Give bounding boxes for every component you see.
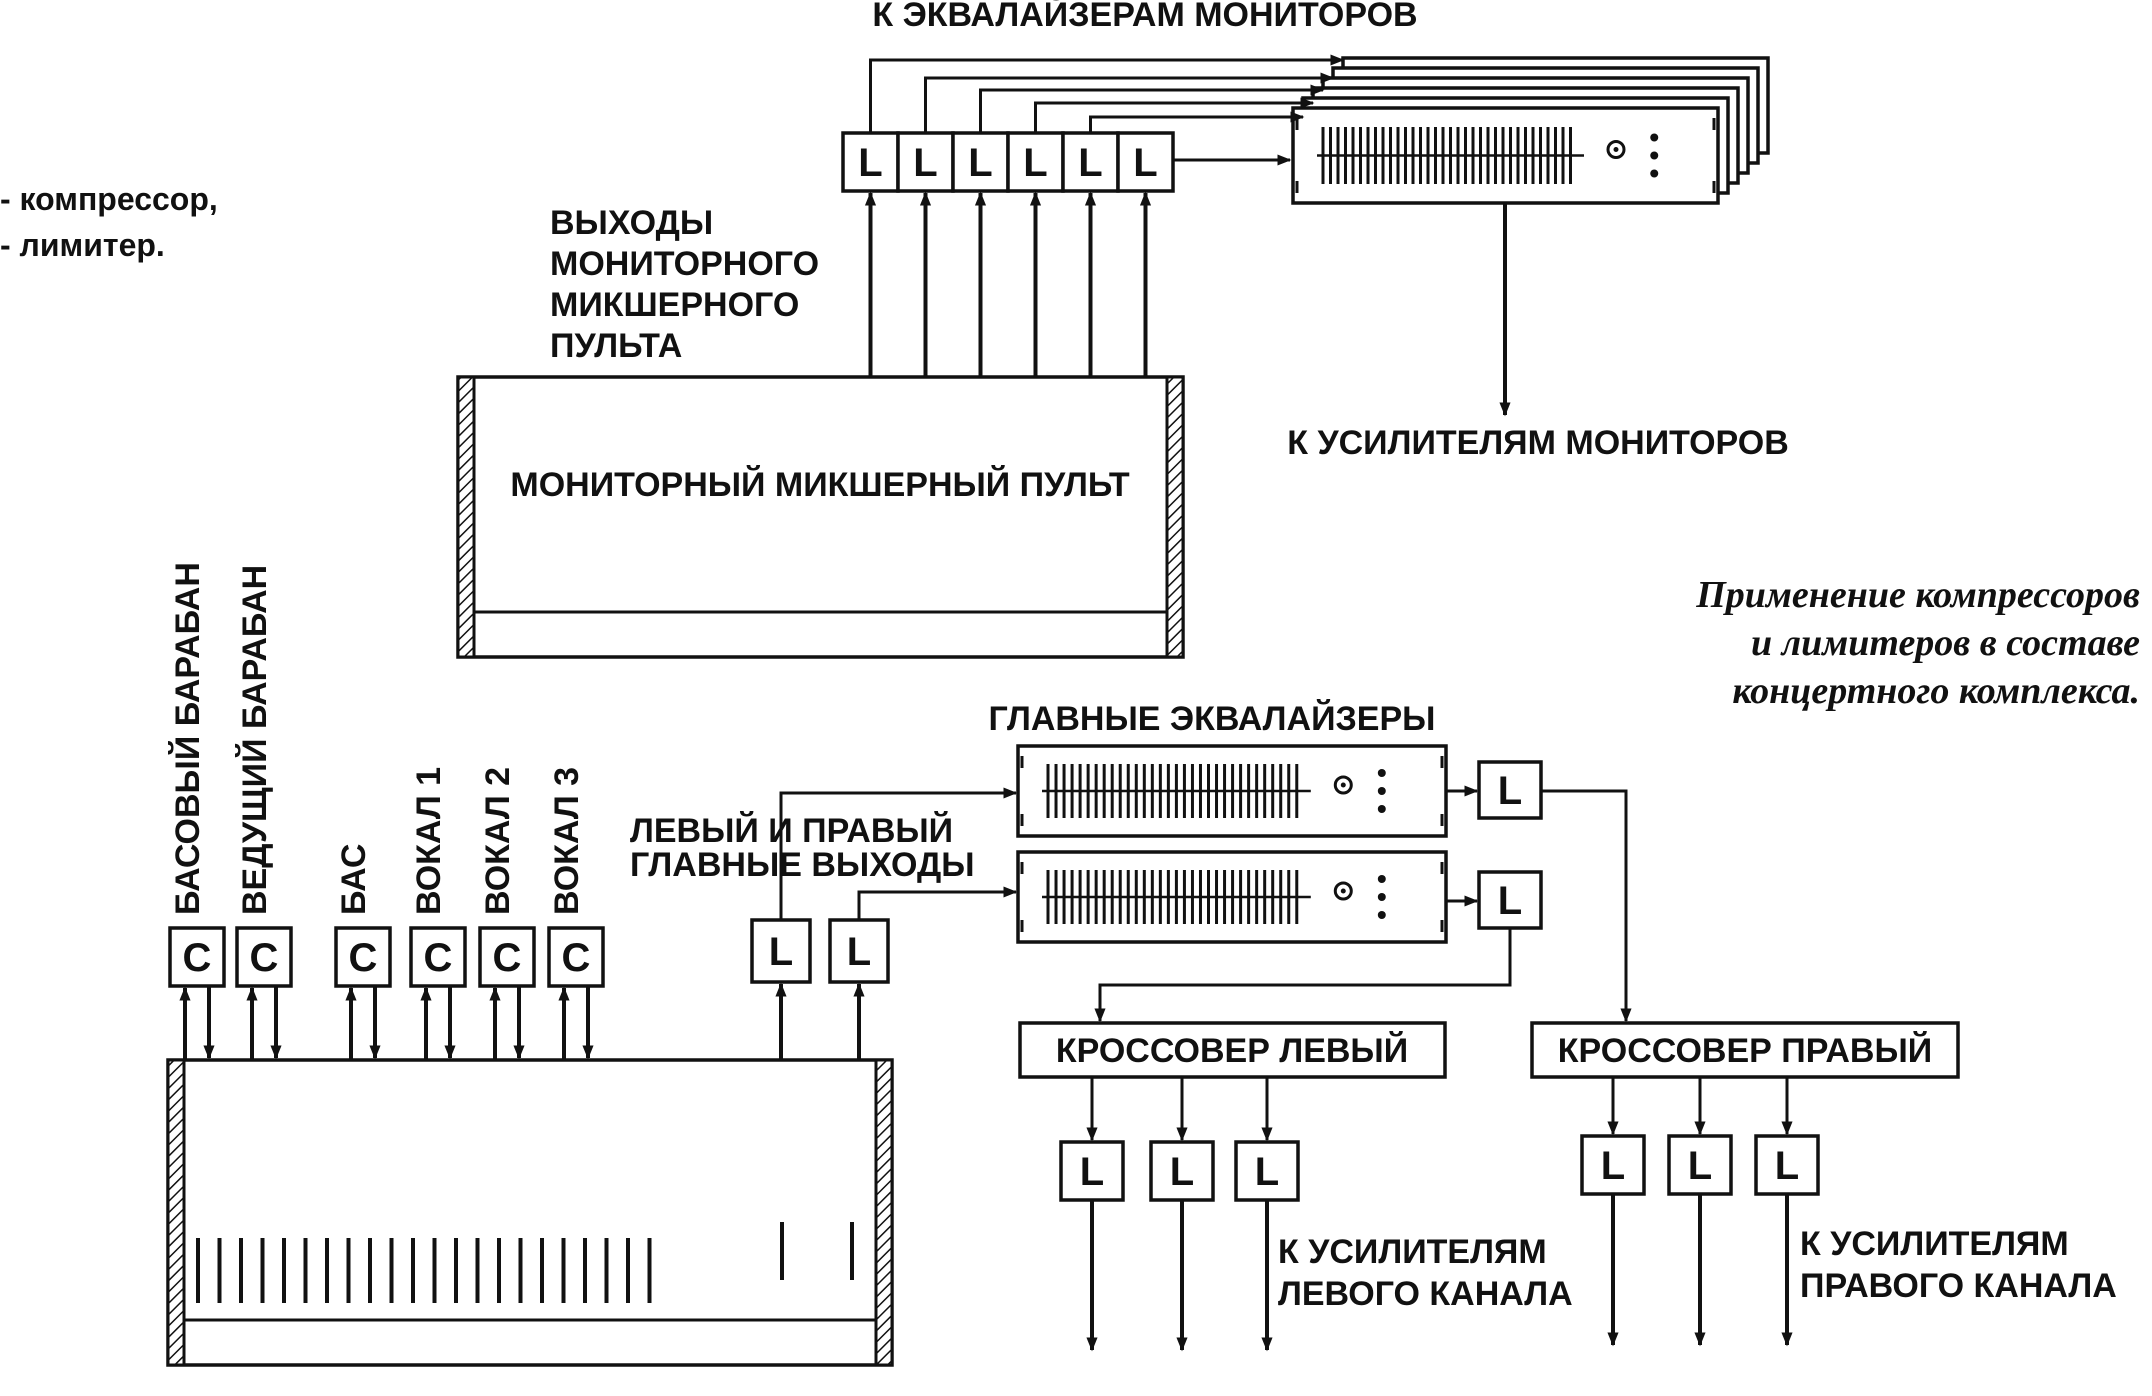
legend-limiter: - лимитер. — [0, 227, 165, 263]
monitor-limiter-3: L — [951, 131, 1010, 193]
monitor-wiring — [864, 54, 1511, 417]
to-monitor-eq-label: К ЭКВАЛАЙЗЕРАМ МОНИТОРОВ — [872, 0, 1417, 34]
monitor-console: МОНИТОРНЫЙ МИКШЕРНЫЙ ПУЛЬТ — [456, 375, 1185, 659]
channel-label-1: БАСОВЫЙ БАРАБАН — [168, 562, 207, 915]
channel-label-2: ВЕДУЩИЙ БАРАБАН — [235, 565, 274, 915]
caption-line-1: Применение компрессоров — [1695, 574, 2140, 616]
compressor-6: C — [547, 926, 605, 988]
channel-label-5: ВОКАЛ 2 — [479, 767, 517, 915]
main-wiring — [775, 785, 1793, 1352]
channel-label-4: ВОКАЛ 1 — [410, 767, 448, 915]
main-outputs-line-2: ГЛАВНЫЕ ВЫХОДЫ — [630, 846, 975, 884]
to-monitor-eq-2 — [924, 72, 1335, 133]
to-right-amps-line-1: К УСИЛИТЕЛЯМ — [1800, 1225, 2069, 1263]
monitor-console-label: МОНИТОРНЫЙ МИКШЕРНЫЙ ПУЛЬТ — [510, 465, 1129, 504]
to-monitor-eq-1 — [869, 54, 1345, 133]
right-band-limiter-1-letter: L — [1601, 1144, 1625, 1188]
main-limiters: L L L L L L L L L L — [750, 760, 1820, 1202]
monitor-limiter-3-letter: L — [968, 141, 992, 185]
monitor-limiter-1: L — [841, 131, 900, 193]
main-output-limiter-right: L — [828, 918, 890, 984]
main-eq-right — [1016, 850, 1448, 944]
monitor-eq-front — [1291, 106, 1720, 205]
to-left-amps-line-1: К УСИЛИТЕЛЯМ — [1278, 1233, 1547, 1271]
monitor-outputs-line-4: ПУЛЬТА — [550, 327, 682, 365]
monitor-limiter-5: L — [1061, 131, 1120, 193]
compressor-5-letter: C — [493, 936, 522, 980]
crossover-right-label: КРОССОВЕР ПРАВЫЙ — [1558, 1031, 1932, 1070]
compressor-3-letter: C — [349, 936, 378, 980]
monitor-limiter-6-letter: L — [1133, 141, 1157, 185]
legend-compressor: - компрессор, — [0, 181, 218, 217]
channel-label-3: БАС — [335, 844, 373, 915]
main-console — [166, 1058, 894, 1367]
right-band-limiter-3: L — [1754, 1134, 1820, 1196]
right-band-limiter-2-letter: L — [1688, 1144, 1712, 1188]
main-eq-limiter-right: L — [1477, 870, 1543, 930]
monitor-limiter-2-letter: L — [913, 141, 937, 185]
left-band-limiter-1-letter: L — [1080, 1150, 1104, 1194]
compressor-5: C — [478, 926, 536, 988]
console-faders — [196, 1222, 854, 1303]
monitor-outputs-line-1: ВЫХОДЫ — [550, 204, 713, 242]
monitor-limiter-5-letter: L — [1078, 141, 1102, 185]
monitor-outputs-line-2: МОНИТОРНОГО — [550, 245, 819, 283]
caption: Применение компрессоров и лимитеров в со… — [1695, 574, 2140, 712]
main-outputs-line-1: ЛЕВЫЙ И ПРАВЫЙ — [630, 811, 953, 850]
legend: - компрессор, - лимитер. — [0, 181, 218, 263]
main-eq-limiter-left: L — [1477, 760, 1543, 820]
channel-labels: БАСОВЫЙ БАРАБАН ВЕДУЩИЙ БАРАБАН БАС ВОКАЛ 1… — [168, 562, 586, 915]
right-band-limiter-3-letter: L — [1775, 1144, 1799, 1188]
channel-label-6: ВОКАЛ 3 — [548, 767, 586, 915]
compressor-4-letter: C — [424, 936, 453, 980]
monitor-outputs-line-3: МИКШЕРНОГО — [550, 286, 799, 324]
main-equalizers — [1016, 744, 1448, 944]
monitor-limiter-1-letter: L — [858, 141, 882, 185]
left-band-limiter-3-letter: L — [1255, 1150, 1279, 1194]
crossover-left: КРОССОВЕР ЛЕВЫЙ — [1018, 1021, 1447, 1079]
compressor-2-letter: C — [250, 936, 279, 980]
main-output-limiter-right-letter: L — [847, 930, 871, 974]
compressor-1-letter: C — [183, 936, 212, 980]
to-left-amps-line-2: ЛЕВОГО КАНАЛА — [1278, 1275, 1573, 1313]
compressor-1: C — [168, 926, 226, 988]
left-band-limiter-1: L — [1059, 1140, 1125, 1202]
to-right-amps-line-2: ПРАВОГО КАНАЛА — [1800, 1267, 2117, 1305]
compressor-6-letter: C — [562, 936, 591, 980]
main-eq-left — [1016, 744, 1448, 838]
monitor-section: К ЭКВАЛАЙЗЕРАМ МОНИТОРОВ ВЫХОДЫ МОНИТОРН… — [456, 0, 1789, 659]
to-monitor-amps-label: К УСИЛИТЕЛЯМ МОНИТОРОВ — [1287, 424, 1789, 462]
main-output-limiter-left: L — [750, 918, 812, 984]
to-monitor-eq-4 — [1034, 97, 1315, 133]
left-band-limiter-2-letter: L — [1170, 1150, 1194, 1194]
left-band-limiter-3: L — [1234, 1140, 1300, 1202]
caption-line-2: и лимитеров в составе — [1751, 622, 2140, 664]
compressor-4: C — [409, 926, 467, 988]
monitor-limiter-6: L — [1116, 131, 1175, 193]
main-output-limiter-left-letter: L — [769, 930, 793, 974]
main-section: БАСОВЫЙ БАРАБАН ВЕДУЩИЙ БАРАБАН БАС ВОКАЛ 1… — [166, 562, 2117, 1367]
main-eq-limiter-left-letter: L — [1498, 769, 1522, 813]
crossover-left-label: КРОССОВЕР ЛЕВЫЙ — [1056, 1031, 1408, 1070]
main-eq-label: ГЛАВНЫЕ ЭКВАЛАЙЗЕРЫ — [989, 699, 1436, 738]
crossover-right: КРОССОВЕР ПРАВЫЙ — [1530, 1021, 1960, 1079]
to-monitor-eq-3 — [979, 84, 1325, 133]
to-monitor-eq-5 — [1089, 111, 1305, 133]
right-band-limiter-2: L — [1667, 1134, 1733, 1196]
caption-line-3: концертного комплекса. — [1732, 670, 2140, 712]
compressor-2: C — [235, 926, 293, 988]
monitor-equalizers — [1291, 56, 1770, 205]
monitor-limiter-4-letter: L — [1023, 141, 1047, 185]
compressor-3: C — [334, 926, 392, 988]
main-eq-limiter-right-letter: L — [1498, 879, 1522, 923]
right-band-limiter-1: L — [1580, 1134, 1646, 1196]
monitor-limiter-4: L — [1006, 131, 1065, 193]
monitor-limiter-2: L — [896, 131, 955, 193]
left-band-limiter-2: L — [1149, 1140, 1215, 1202]
